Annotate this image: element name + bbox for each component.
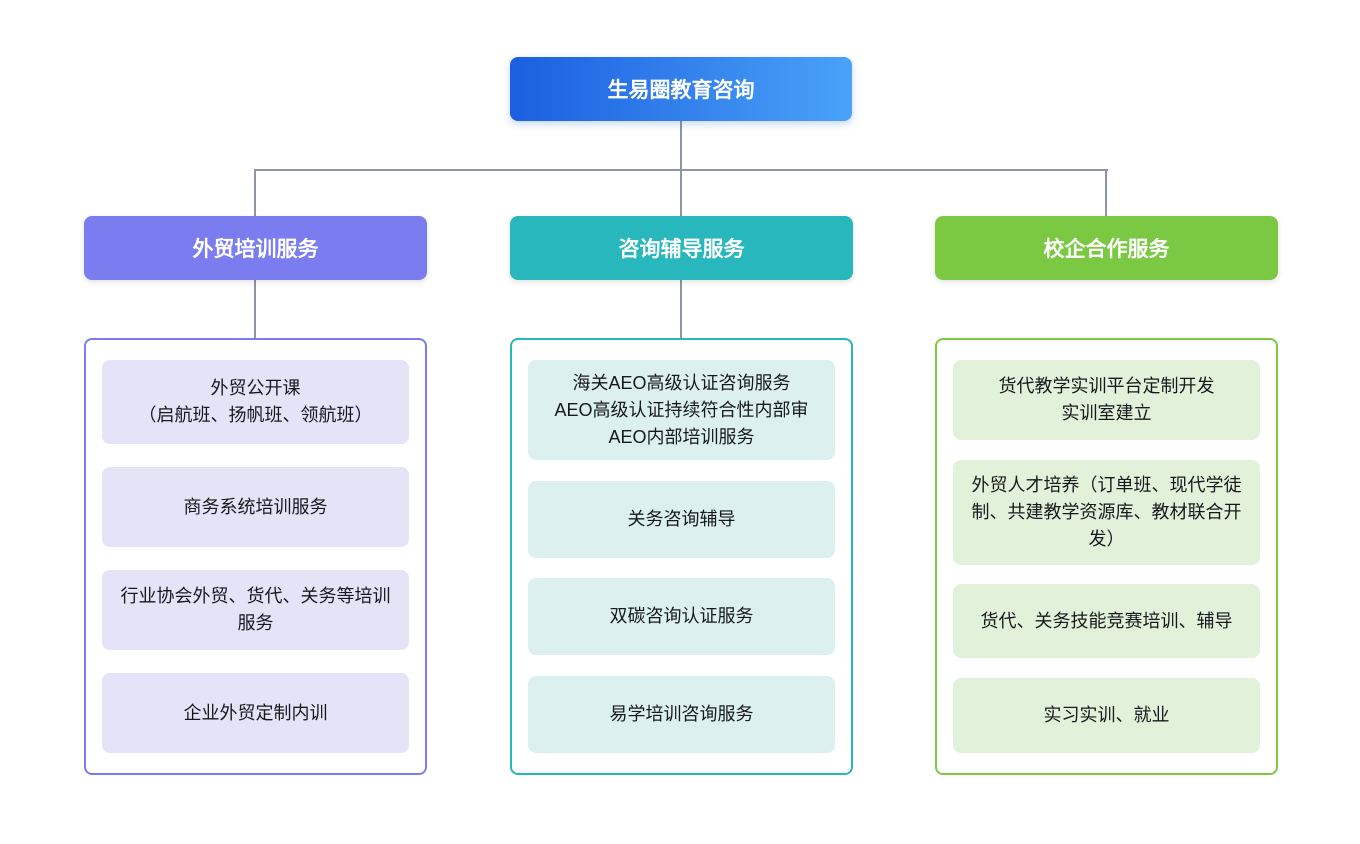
leaf-node: 双碳咨询认证服务 (528, 578, 835, 656)
connector-drop-branch-2 (680, 169, 682, 216)
connector-stub-branch-1 (254, 280, 256, 338)
leaf-node: 行业协会外贸、货代、关务等培训服务 (102, 570, 409, 650)
root-node: 生易圈教育咨询 (510, 57, 852, 121)
branch-header-label: 校企合作服务 (1043, 238, 1170, 261)
connector-stub-branch-2 (680, 280, 682, 338)
branch-header-consulting-coaching: 咨询辅导服务 (510, 216, 853, 280)
leaf-node: 易学培训咨询服务 (528, 675, 835, 753)
branch-header-foreign-trade-training: 外贸培训服务 (84, 216, 427, 280)
connector-drop-branch-3 (1105, 169, 1107, 216)
branch-container-school-enterprise-cooperation: 货代教学实训平台定制开发 实训室建立 外贸人才培养（订单班、现代学徒制、共建教学… (935, 338, 1278, 775)
leaf-node: 关务咨询辅导 (528, 480, 835, 558)
leaf-node: 货代、关务技能竞赛培训、辅导 (953, 584, 1260, 659)
branch-header-label: 外贸培训服务 (192, 238, 319, 261)
branch-container-consulting-coaching: 海关AEO高级认证咨询服务 AEO高级认证持续符合性内部审 AEO内部培训服务 … (510, 338, 853, 775)
branch-header-label: 咨询辅导服务 (618, 238, 745, 261)
branch-header-school-enterprise-cooperation: 校企合作服务 (935, 216, 1278, 280)
branch-container-foreign-trade-training: 外贸公开课 （启航班、扬帆班、领航班） 商务系统培训服务 行业协会外贸、货代、关… (84, 338, 427, 775)
leaf-node: 企业外贸定制内训 (102, 673, 409, 753)
root-node-label: 生易圈教育咨询 (607, 79, 755, 102)
leaf-node: 外贸公开课 （启航班、扬帆班、领航班） (102, 360, 409, 444)
leaf-node: 商务系统培训服务 (102, 467, 409, 547)
connector-drop-branch-1 (254, 169, 256, 216)
leaf-node: 实习实训、就业 (953, 677, 1260, 753)
leaf-node: 货代教学实训平台定制开发 实训室建立 (953, 360, 1260, 440)
leaf-node: 海关AEO高级认证咨询服务 AEO高级认证持续符合性内部审 AEO内部培训服务 (528, 360, 835, 460)
connector-root-vertical (680, 121, 682, 169)
leaf-node: 外贸人才培养（订单班、现代学徒制、共建教学资源库、教材联合开发） (953, 459, 1260, 565)
